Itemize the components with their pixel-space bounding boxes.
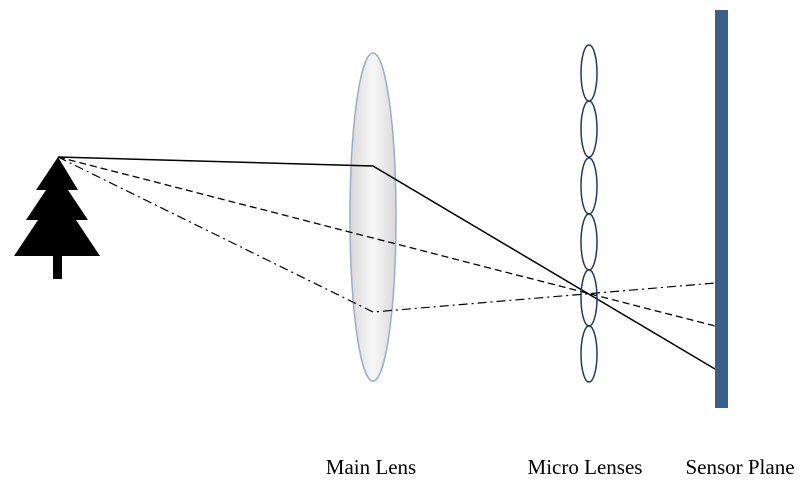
micro-lens [580,213,598,271]
main-lens-label: Main Lens [326,455,416,479]
rays [57,156,716,370]
micro-lens-array [580,44,598,383]
ray-dashed [57,156,716,327]
main-lens [349,52,397,382]
ray-solid [57,156,716,370]
micro-lens [580,100,598,158]
micro-lens [580,44,598,102]
micro-lens [580,157,598,215]
sensor-plane [715,10,728,408]
micro-lenses-label: Micro Lenses [528,455,643,479]
ray-dash-dot [57,156,716,313]
micro-lens [580,325,598,383]
sensor-plane-label: Sensor Plane [685,455,794,479]
tree-icon [14,157,100,279]
